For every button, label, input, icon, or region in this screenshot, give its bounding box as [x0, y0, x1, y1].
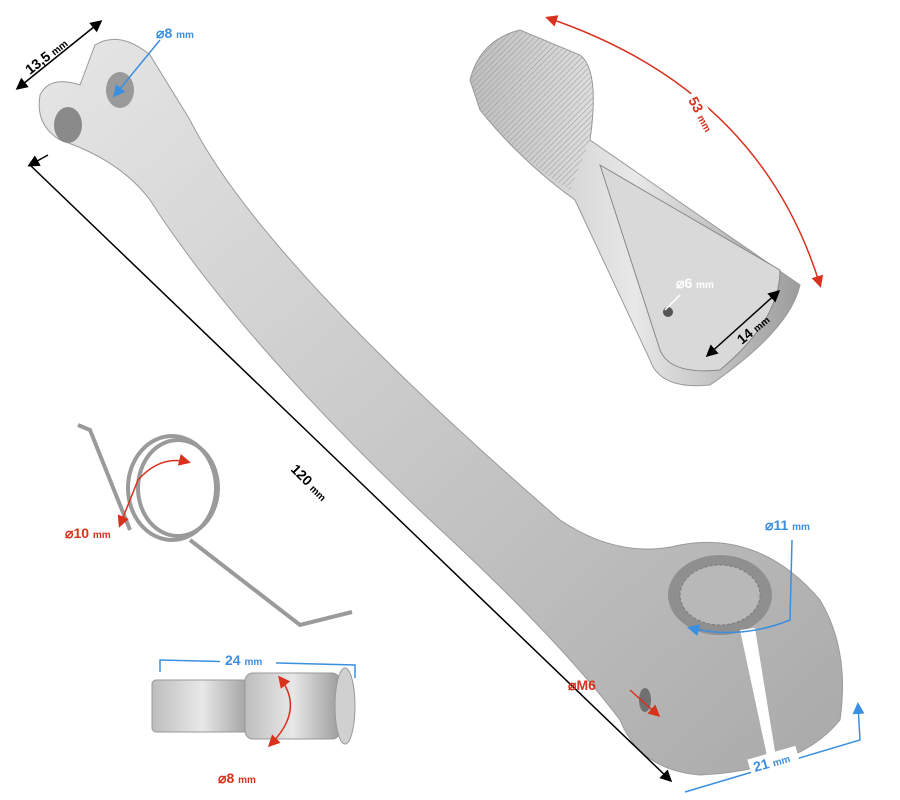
svg-text:120 mm: 120 mm	[288, 461, 331, 504]
dimension-lines	[15, 15, 865, 793]
peg-hole	[663, 307, 673, 317]
svg-text:53 mm: 53 mm	[685, 94, 717, 134]
return-spring	[77, 423, 353, 628]
lever-eye-hole	[54, 107, 82, 143]
pivot-pin	[151, 667, 356, 745]
dim-label-clamp-bolt: ⌀M6	[568, 677, 596, 693]
svg-text:13,5 mm: 13,5 mm	[22, 35, 70, 78]
dim-label-peg-length: 53 mm	[682, 89, 722, 143]
dim-label-eye-width: 13,5 mm	[22, 35, 70, 78]
dim-label-spring-inner: ⌀10 mm	[65, 525, 111, 541]
dim-label-lever-length: 120 mm	[284, 457, 340, 513]
dim-label-clamp-width: 21 mm	[747, 745, 801, 777]
dim-label-spline: ⌀11 mm	[765, 517, 810, 533]
dim-label-eye-hole: ⌀8 mm	[156, 25, 194, 41]
clamp-slot	[740, 628, 778, 770]
svg-text:21 mm: 21 mm	[751, 749, 791, 775]
dim-label-peg-hole: ⌀6 mm	[676, 275, 714, 291]
dim-label-pin-diameter: ⌀8 mm	[218, 770, 256, 786]
dim-label-pin-length: 24 mm	[225, 652, 262, 668]
